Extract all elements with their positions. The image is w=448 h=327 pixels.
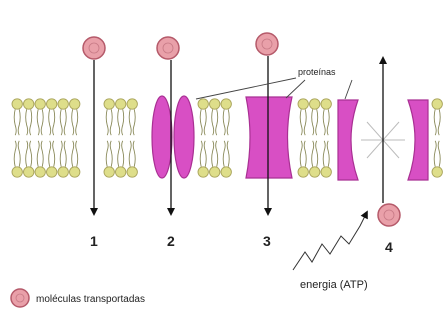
pathway-number-4: 4	[385, 239, 393, 255]
legend: moléculas transportadas	[11, 289, 145, 307]
lipid-bilayer	[12, 99, 442, 177]
phospholipid-head	[58, 99, 68, 109]
energy-squiggle	[293, 214, 366, 270]
phospholipid-head	[310, 167, 320, 177]
phospholipid-head	[221, 167, 231, 177]
molecule-1	[83, 37, 105, 59]
phospholipid-head	[70, 99, 80, 109]
legend-label: moléculas transportadas	[36, 294, 145, 305]
phospholipid-head	[127, 99, 137, 109]
phospholipid-head	[321, 167, 331, 177]
phospholipid-head	[58, 167, 68, 177]
pathway-number-1: 1	[90, 233, 98, 249]
phospholipid-head	[70, 167, 80, 177]
phospholipid-head	[47, 99, 57, 109]
phospholipid-head	[432, 99, 442, 109]
phospholipid-head	[298, 99, 308, 109]
proteins-label: proteínas	[298, 67, 336, 77]
phospholipid-head	[127, 167, 137, 177]
molecule-3	[256, 33, 278, 55]
phospholipid-head	[198, 99, 208, 109]
phospholipid-head	[210, 167, 220, 177]
phospholipid-head	[104, 167, 114, 177]
phospholipid-head	[35, 167, 45, 177]
phospholipid-head	[12, 99, 22, 109]
phospholipid-head	[47, 167, 57, 177]
phospholipid-head	[12, 167, 22, 177]
phospholipid-head	[310, 99, 320, 109]
molecule-4	[378, 204, 400, 226]
phospholipid-head	[104, 99, 114, 109]
phospholipid-head	[321, 99, 331, 109]
phospholipid-head	[24, 167, 34, 177]
phospholipid-head	[116, 99, 126, 109]
phospholipid-head	[24, 99, 34, 109]
phospholipid-head	[221, 99, 231, 109]
phospholipid-head	[116, 167, 126, 177]
molecule-2	[157, 37, 179, 59]
legend-molecule-icon	[11, 289, 29, 307]
phospholipid-head	[210, 99, 220, 109]
phospholipid-head	[198, 167, 208, 177]
carrier-protein-3	[246, 97, 292, 178]
phospholipid-head	[298, 167, 308, 177]
proteins-leader-lines	[196, 78, 352, 99]
channel-protein-2	[152, 96, 194, 178]
phospholipid-head	[432, 167, 442, 177]
pathway-number-2: 2	[167, 233, 175, 249]
phospholipid-head	[35, 99, 45, 109]
energy-label: energia (ATP)	[300, 279, 368, 291]
pathway-number-3: 3	[263, 233, 271, 249]
